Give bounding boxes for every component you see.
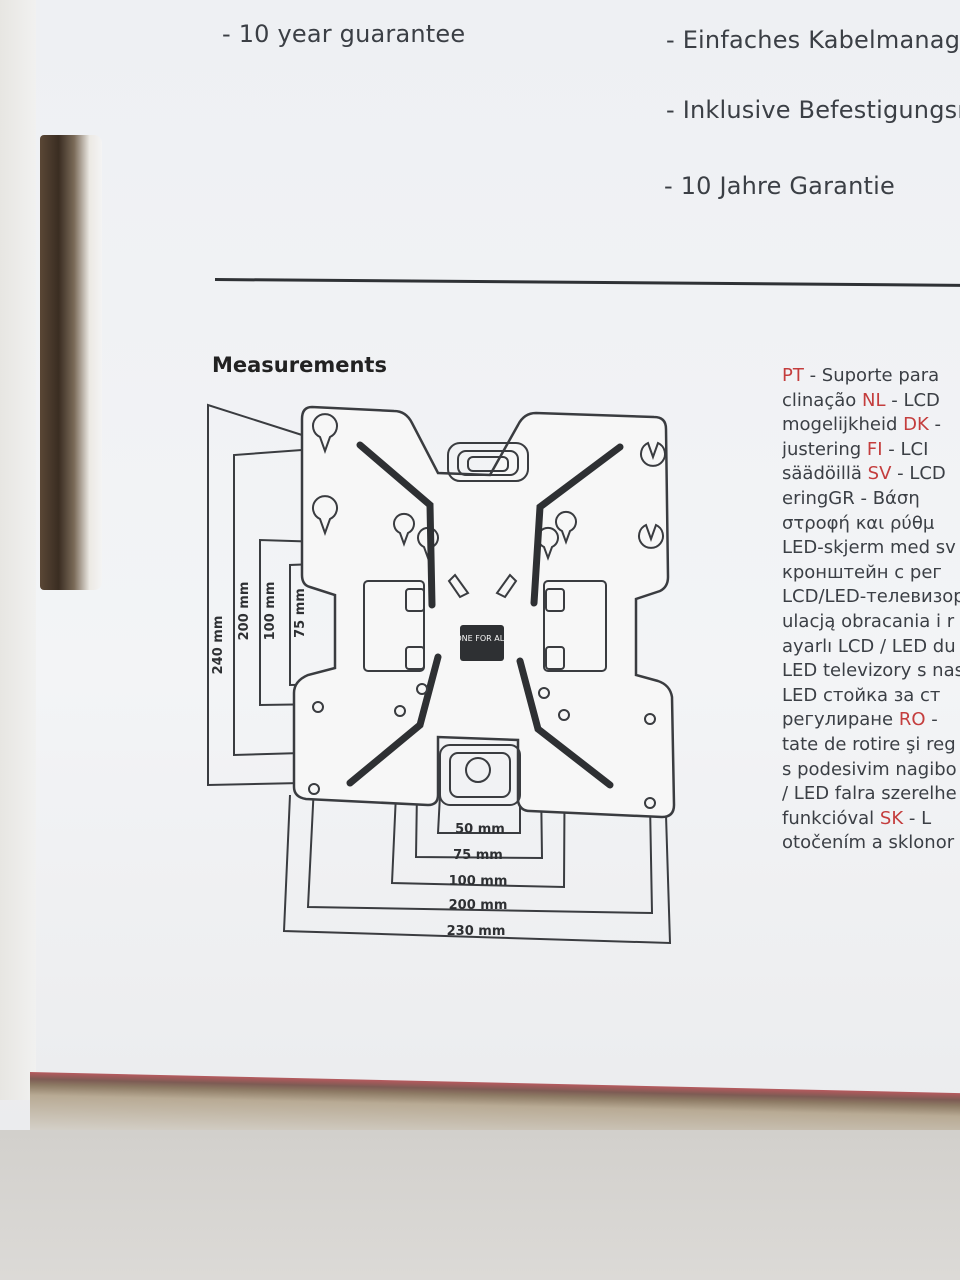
description-text: στροφή και ρύθμ: [782, 512, 935, 534]
vesa-diagram: ONE FOR ALL 240 mm 200 mm 100 mm 75 mm 5…: [207, 403, 676, 945]
mount-plate-outline: [292, 405, 676, 819]
description-text: - Suporte para: [803, 365, 940, 386]
label-200mm-h: 200 mm: [449, 898, 508, 913]
description-line: tate de rotire şi reg: [782, 733, 960, 758]
description-text: funkcióval: [782, 807, 880, 829]
language-code: DK: [903, 414, 929, 436]
logo-text: ONE FOR ALL: [455, 634, 509, 643]
description-line: clinação NL - LCD: [782, 389, 960, 414]
description-text: -: [928, 414, 942, 436]
logo-badge: ONE FOR ALL: [455, 625, 509, 661]
box-handle-slot: [40, 135, 102, 590]
description-text: ulacją obracania i r: [782, 610, 955, 632]
description-text: s podesivim nagibo: [782, 758, 957, 780]
label-200mm: 200 mm: [237, 582, 252, 641]
description-text: - L: [903, 807, 932, 829]
language-code: SK: [879, 807, 904, 829]
description-line: ayarlı LCD / LED du: [782, 635, 960, 660]
bullet-mounting-de: - Inklusive Befestigungsn: [666, 96, 960, 124]
description-line: PT - Suporte para: [782, 364, 960, 389]
label-100mm: 100 mm: [263, 582, 278, 641]
label-100mm-h: 100 mm: [449, 874, 508, 889]
description-text: LED стойка за ст: [782, 684, 941, 706]
description-text: eringGR - Βάση: [782, 487, 920, 509]
description-text: ayarlı LCD / LED du: [782, 635, 956, 657]
top-clip: [447, 442, 529, 482]
description-text: регулиране: [782, 709, 899, 731]
side-slots: [363, 573, 607, 672]
horizontal-dim-200: [306, 784, 654, 915]
description-text: кронштейн с рег: [782, 561, 942, 583]
description-text: clinação: [782, 389, 862, 411]
measurements-title: Measurements: [212, 353, 387, 377]
description-text: justering: [782, 438, 867, 460]
description-text: - LCD: [891, 463, 946, 485]
bullet-guarantee-de: - 10 Jahre Garantie: [664, 172, 895, 200]
language-code: NL: [862, 389, 886, 411]
description-line: LED-skjerm med sv: [782, 536, 960, 561]
language-code: PT: [782, 365, 804, 386]
description-text: LCD/LED-телевизор: [782, 586, 960, 608]
description-line: LED стойка за ст: [782, 684, 960, 709]
label-230mm: 230 mm: [447, 924, 506, 939]
description-line: s podesivim nagibo: [782, 758, 960, 783]
vertical-dim-240: [207, 403, 303, 787]
bottom-clip: [439, 744, 521, 806]
box-side-flap: [0, 0, 36, 1100]
description-line: / LED falra szerelhe: [782, 782, 960, 807]
language-code: RO: [898, 709, 926, 731]
description-text: -: [925, 709, 938, 731]
horizontal-dim-230: [282, 794, 672, 945]
description-line: mogelijkheid DK -: [782, 413, 960, 438]
description-text: LED-skjerm med sv: [782, 537, 956, 559]
description-line: στροφή και ρύθμ: [782, 512, 960, 537]
label-50mm: 50 mm: [455, 822, 505, 837]
description-text: mogelijkheid: [782, 414, 904, 436]
description-line: säädöillä SV - LCD: [782, 462, 960, 487]
label-75mm: 75 mm: [293, 588, 308, 638]
description-line: LED televizory s nas: [782, 659, 960, 684]
horizontal-dim-50: [436, 794, 521, 834]
description-text: otočením a sklonor: [782, 832, 955, 854]
description-text: tate de rotire şi reg: [782, 733, 956, 755]
description-line: eringGR - Βάση: [782, 487, 960, 512]
language-code: FI: [866, 438, 883, 460]
bullet-guarantee-en: - 10 year guarantee: [222, 20, 466, 48]
description-line: funkcióval SK - L: [782, 807, 960, 832]
description-text: - LCI: [882, 438, 929, 460]
bullet-cable-management-de: - Einfaches Kabelmanage: [666, 26, 960, 54]
vertical-dim-200: [233, 449, 303, 757]
label-240mm: 240 mm: [211, 616, 226, 675]
screw-holes: [308, 683, 656, 809]
description-line: otočením a sklonor: [782, 831, 960, 856]
description-text: / LED falra szerelhe: [782, 783, 957, 805]
description-line: LCD/LED-телевизор: [782, 585, 960, 610]
description-line: кронштейн с рег: [782, 561, 960, 586]
description-line: ulacją obracania i r: [782, 610, 960, 635]
label-75mm-h: 75 mm: [453, 848, 503, 863]
description-text: LED televizory s nas: [782, 660, 960, 682]
description-text: - LCD: [885, 389, 940, 411]
description-text: säädöillä: [782, 463, 868, 485]
keyholes: [312, 413, 666, 561]
table-surface: [0, 1130, 960, 1280]
description-line: регулиране RO -: [782, 708, 960, 733]
language-code: SV: [867, 463, 892, 485]
bracket-arms: [346, 441, 624, 789]
description-line: justering FI - LCI: [782, 438, 960, 463]
